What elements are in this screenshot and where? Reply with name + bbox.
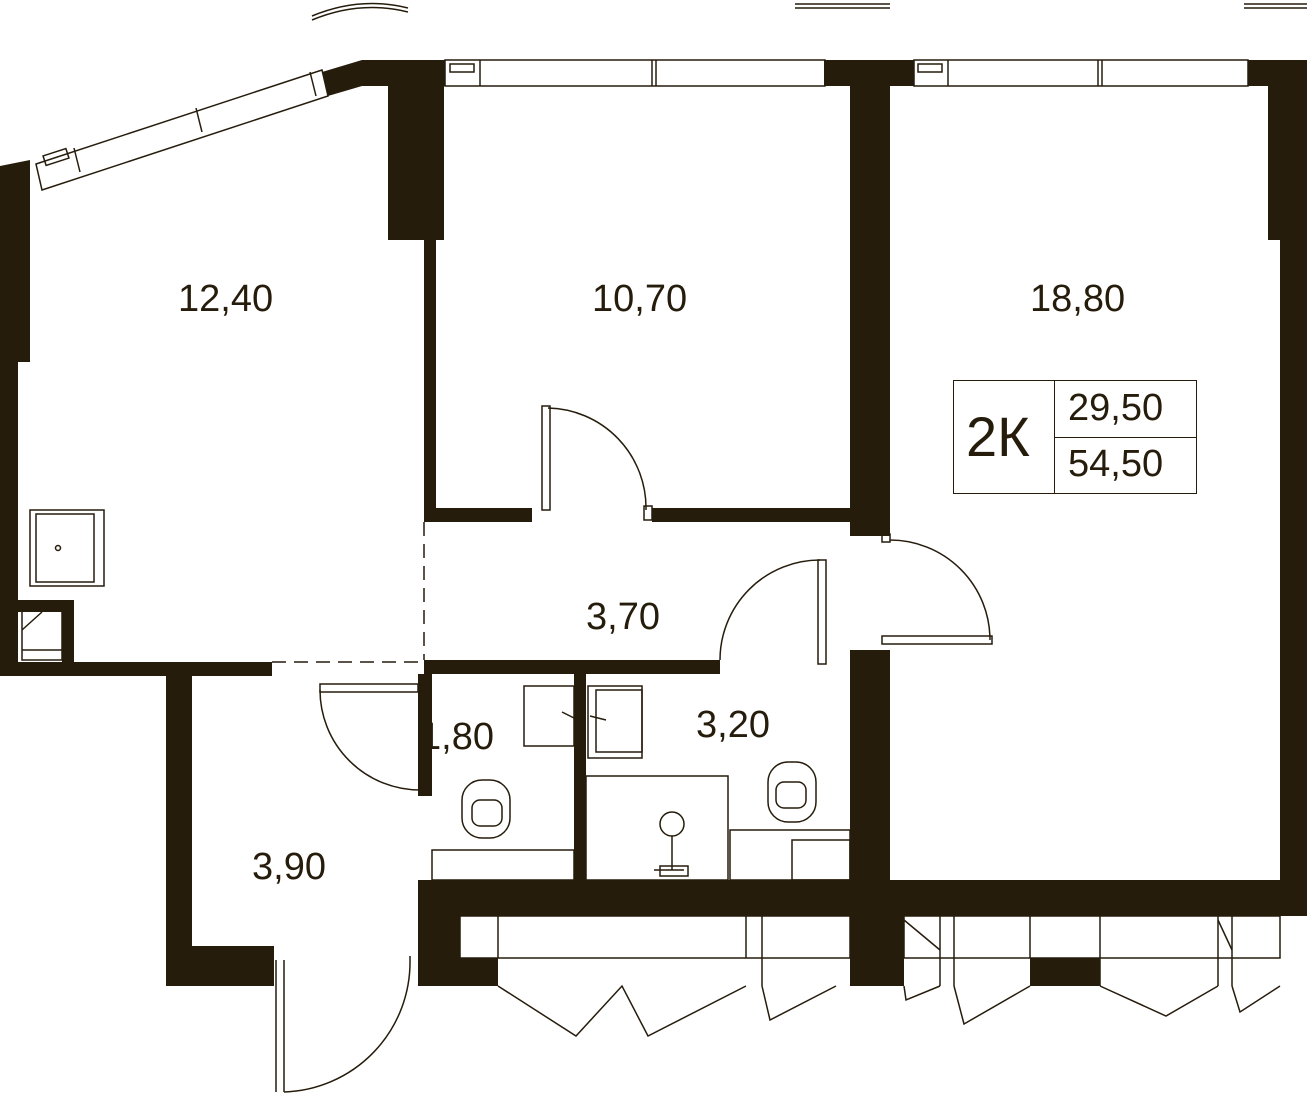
apartment-type: 2К (966, 405, 1030, 468)
walls (0, 60, 1307, 986)
balcony-doors (459, 915, 1281, 1038)
summary-divider-horizontal (1054, 437, 1196, 438)
room-area-label: 3,70 (586, 596, 660, 638)
room-area-label: 12,40 (178, 278, 274, 320)
windows (35, 59, 1249, 191)
room-area-label: 3,20 (696, 704, 770, 746)
room-area-label: 1,80 (420, 716, 494, 758)
window-swing-arcs (311, 2, 1307, 21)
apartment-summary-box: 2К 29,50 54,50 (953, 380, 1197, 494)
room-area-label: 3,90 (252, 846, 326, 888)
room-area-label: 10,70 (592, 278, 688, 320)
living-area: 29,50 (1068, 387, 1164, 429)
total-area: 54,50 (1068, 443, 1164, 485)
fixtures (29, 509, 817, 877)
interior-lines (21, 405, 993, 1093)
room-area-label: 18,80 (1030, 278, 1126, 320)
